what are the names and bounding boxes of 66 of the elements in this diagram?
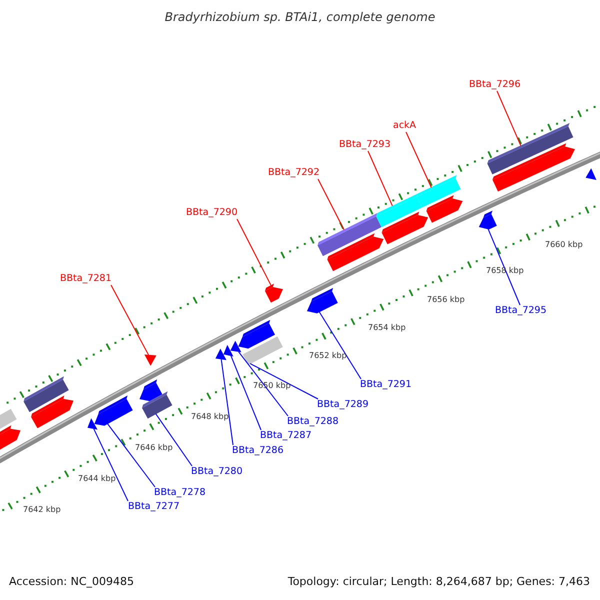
gene-label: BBta_7278	[154, 487, 206, 499]
leader-line	[368, 150, 393, 206]
gene-feature	[215, 348, 226, 360]
accession-text: Accession: NC_009485	[9, 575, 134, 589]
leader-line	[230, 355, 262, 430]
gene-label: BBta_7288	[287, 416, 339, 428]
leader-line	[250, 363, 318, 400]
gene-label: BBta_7291	[360, 379, 412, 391]
tick-label: 7644 kbp	[78, 474, 116, 484]
gene-feature	[492, 143, 575, 192]
leader-line	[220, 358, 234, 446]
gene-feature	[94, 395, 133, 426]
gene-label: BBta_7280	[191, 466, 243, 478]
gene-label: BBta_7293	[339, 139, 391, 151]
gene-label: BBta_7290	[186, 207, 238, 219]
gene-block	[242, 333, 283, 366]
gene-block	[318, 213, 382, 256]
leader-line	[318, 311, 362, 380]
tick-label: 7652 kbp	[309, 351, 347, 361]
tick-label: 7656 kbp	[427, 295, 465, 305]
leader-line	[155, 413, 192, 466]
gene-label: BBta_7289	[317, 399, 369, 411]
tick-label: 7642 kbp	[23, 505, 61, 515]
gene-feature	[88, 418, 98, 430]
tick-label: 7660 kbp	[545, 240, 583, 250]
gene-block	[376, 193, 422, 228]
gene-feature	[31, 395, 74, 428]
gene-label: BBta_7292	[268, 167, 320, 179]
leader-line	[110, 284, 150, 356]
leader-line	[236, 218, 272, 286]
gene-feature	[586, 168, 596, 180]
gene-feature	[306, 288, 338, 314]
gene-block	[142, 391, 172, 419]
gene-feature	[264, 284, 283, 303]
genome-info-text: Topology: circular; Length: 8,264,687 bp; Genes: 7,463	[288, 575, 590, 589]
gene-block	[487, 123, 574, 174]
tick-label: 7648 kbp	[191, 412, 229, 422]
gene-feature	[238, 320, 276, 349]
tick-label: 7654 kbp	[368, 323, 406, 333]
leader-line	[107, 423, 156, 488]
gene-block	[24, 376, 69, 412]
gene-feature	[223, 344, 234, 356]
tick-label: 7658 kbp	[486, 266, 524, 276]
gene-feature	[426, 195, 463, 223]
map-title: Bradyrhizobium sp. BTAi1, complete genome	[164, 10, 436, 24]
leader-line	[93, 428, 128, 502]
gene-feature	[0, 425, 21, 450]
gene-label: BBta_7296	[469, 79, 521, 91]
gene-feature	[144, 354, 156, 366]
leader-line	[406, 132, 432, 188]
leader-line	[496, 90, 522, 146]
leader-line	[318, 178, 344, 230]
tick-label: 7646 kbp	[135, 443, 173, 453]
gene-feature	[478, 210, 497, 230]
gene-feature	[382, 212, 428, 244]
gene-label: BBta_7281	[60, 273, 112, 285]
gene-label: ackA	[393, 120, 416, 132]
gene-label: BBta_7287	[260, 430, 312, 442]
gene-label: BBta_7277	[128, 501, 180, 513]
leader-line	[488, 228, 520, 306]
gene-label: BBta_7295	[495, 305, 547, 317]
leader-line	[238, 351, 288, 416]
gene-label: BBta_7286	[232, 445, 284, 457]
gene-block	[416, 174, 461, 208]
gene-feature	[327, 233, 384, 272]
gene-feature	[140, 379, 162, 402]
